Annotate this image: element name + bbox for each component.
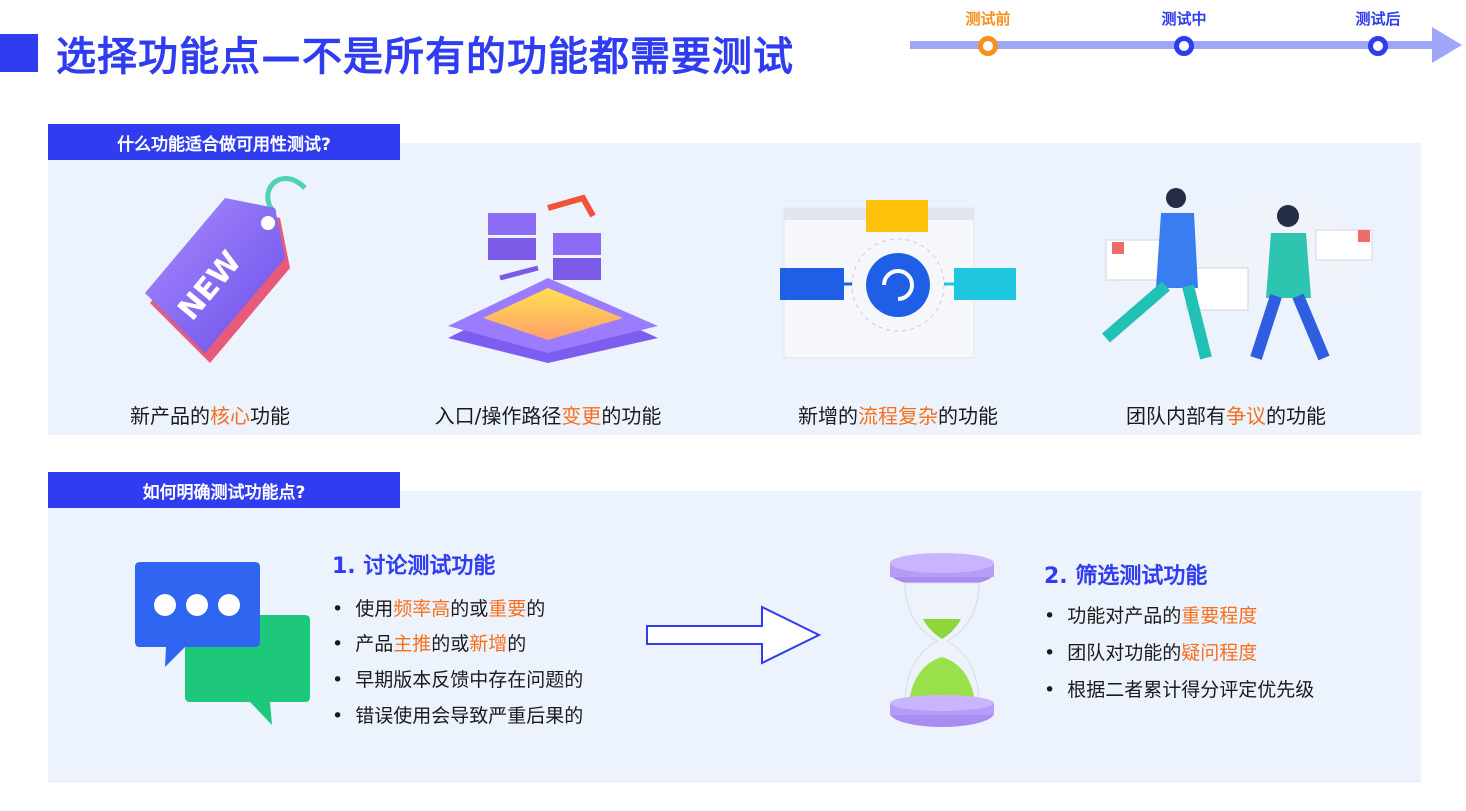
- team-discussion-icon: [1102, 188, 1373, 361]
- timeline-node-active[interactable]: [978, 36, 998, 56]
- feature-caption: 团队内部有争议的功能: [1126, 404, 1326, 428]
- feature-card: 新增的流程复杂的功能: [738, 168, 1058, 438]
- discuss-bullet: 产品主推的或新增的: [332, 629, 526, 656]
- page-title: 选择功能点—不是所有的功能都需要测试: [56, 34, 794, 80]
- section-tag: 如何明确测试功能点?: [48, 472, 400, 508]
- discuss-title: 1. 讨论测试功能: [332, 554, 496, 579]
- timeline-stage-label: 测试前: [965, 10, 1011, 28]
- timeline-stage-label: 测试后: [1355, 10, 1401, 28]
- data-cubes-icon: [448, 194, 658, 363]
- discuss-bullet: 早期版本反馈中存在问题的: [332, 665, 583, 692]
- chat-bubbles-icon: [135, 562, 310, 725]
- timeline-node[interactable]: [1174, 36, 1194, 56]
- feature-caption: 新产品的核心功能: [130, 404, 290, 428]
- discuss-bullet: 使用频率高的或重要的: [332, 594, 545, 621]
- feature-caption: 新增的流程复杂的功能: [798, 404, 998, 428]
- filter-bullet: 功能对产品的重要程度: [1044, 601, 1257, 628]
- filter-title: 2. 筛选测试功能: [1044, 564, 1208, 589]
- workflow-icon: [780, 200, 1016, 359]
- section-tag: 什么功能适合做可用性测试?: [48, 124, 400, 160]
- timeline-arrow-icon: [1432, 27, 1462, 63]
- timeline-stage-label: 测试中: [1161, 10, 1207, 28]
- stage-timeline: 测试前 测试中 测试后: [906, 0, 1466, 70]
- timeline-node[interactable]: [1368, 36, 1388, 56]
- hourglass-icon: [890, 553, 994, 727]
- filter-bullet: 团队对功能的疑问程度: [1044, 638, 1257, 665]
- arrow-right-outline-icon: [646, 605, 822, 665]
- feature-caption: 入口/操作路径变更的功能: [434, 404, 662, 428]
- timeline-track: [910, 41, 1434, 49]
- feature-card: NEW 新产品的核心功能: [50, 168, 370, 438]
- new-tag-icon: NEW: [145, 176, 307, 363]
- title-accent-bar: [0, 34, 38, 72]
- feature-card: 团队内部有争议的功能: [1066, 168, 1386, 438]
- discuss-bullet: 错误使用会导致严重后果的: [332, 701, 583, 728]
- filter-bullet: 根据二者累计得分评定优先级: [1044, 675, 1314, 702]
- feature-card: 入口/操作路径变更的功能: [388, 168, 708, 438]
- bottom-divider: [48, 781, 1421, 782]
